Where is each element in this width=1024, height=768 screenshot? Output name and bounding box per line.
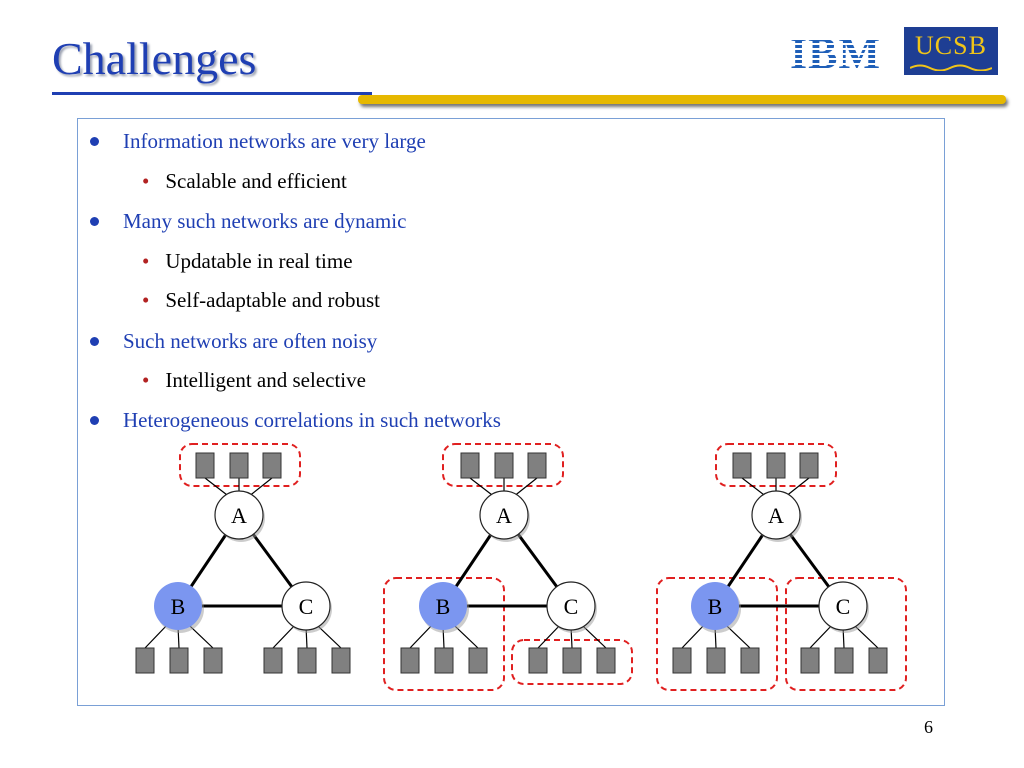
doc-link [409, 625, 432, 649]
document-icon [528, 647, 548, 674]
node-a-label: A [231, 503, 247, 528]
node-b-label: B [436, 594, 451, 619]
doc-link [469, 477, 493, 496]
document-icon [331, 647, 351, 674]
bullet-item: Many such networks are dynamic [90, 209, 406, 233]
group-outline [511, 639, 633, 685]
document-icon [527, 452, 547, 479]
content-frame [77, 118, 945, 706]
node-b-label: B [708, 594, 723, 619]
title-gold-bar [358, 95, 1006, 104]
bullet-dot-icon [90, 216, 99, 226]
sub-bullet-item: •Self-adaptable and robust [142, 288, 380, 312]
doc-link [726, 625, 751, 649]
doc-link [515, 477, 538, 496]
document-icon [834, 647, 854, 674]
document-icon [800, 647, 820, 674]
document-icon [706, 647, 726, 674]
document-icon [562, 647, 582, 674]
doc-link [854, 625, 879, 649]
title-underline [52, 92, 372, 95]
ucsb-logo: UCSB [904, 27, 998, 75]
sub-bullet-item: •Updatable in real time [142, 249, 353, 273]
group-outline [715, 443, 837, 487]
doc-link [741, 477, 765, 496]
document-icon [434, 647, 454, 674]
document-icon [169, 647, 189, 674]
document-icon [732, 452, 752, 479]
document-icon [766, 452, 786, 479]
ucsb-logo-text: UCSB [915, 31, 987, 60]
sub-bullet-icon: • [142, 169, 150, 193]
document-icon [460, 452, 480, 479]
node-a [214, 490, 264, 540]
document-icon [596, 647, 616, 674]
bullet-item: Such networks are often noisy [90, 329, 377, 353]
bullet-item: Heterogeneous correlations in such netwo… [90, 408, 501, 432]
node-c-label: C [564, 594, 579, 619]
doc-link [204, 477, 228, 496]
doc-link [537, 625, 560, 649]
group-outline [442, 443, 564, 487]
doc-link [189, 625, 214, 649]
node-b [691, 582, 739, 630]
document-icon [263, 647, 283, 674]
node-b [419, 582, 467, 630]
doc-link [681, 625, 704, 649]
document-icon [740, 647, 760, 674]
group-outline [785, 577, 907, 691]
document-icon [229, 452, 249, 479]
node-a-label: A [768, 503, 784, 528]
document-icon [135, 647, 155, 674]
slide-title: Challenges [52, 33, 257, 84]
group-outline [656, 577, 778, 691]
sub-bullet-icon: • [142, 368, 150, 392]
node-c [546, 581, 596, 631]
sub-bullet-icon: • [142, 249, 150, 273]
ibm-logo: IBM [790, 30, 881, 74]
bullet-dot-icon [90, 415, 99, 425]
doc-link [144, 625, 167, 649]
node-a [751, 490, 801, 540]
group-outline [179, 443, 301, 487]
document-icon [672, 647, 692, 674]
doc-link [317, 625, 342, 649]
document-icon [468, 647, 488, 674]
bullet-dot-icon [90, 336, 99, 346]
node-b [154, 582, 202, 630]
doc-link [787, 477, 810, 496]
document-icon [203, 647, 223, 674]
document-icon [262, 452, 282, 479]
doc-link [582, 625, 607, 649]
doc-link [250, 477, 273, 496]
node-c [818, 581, 868, 631]
document-icon [297, 647, 317, 674]
node-c [281, 581, 331, 631]
document-icon [868, 647, 888, 674]
doc-link [454, 625, 479, 649]
document-icon [494, 452, 514, 479]
bullet-dot-icon [90, 136, 99, 146]
doc-link [272, 625, 295, 649]
sub-bullet-icon: • [142, 288, 150, 312]
node-c-label: C [299, 594, 314, 619]
node-a [479, 490, 529, 540]
document-icon [799, 452, 819, 479]
page-number: 6 [924, 717, 933, 737]
ibm-logo-text: IBM [790, 30, 881, 74]
document-icon [400, 647, 420, 674]
bullet-item: Information networks are very large [90, 129, 426, 153]
node-b-label: B [171, 594, 186, 619]
node-c-label: C [836, 594, 851, 619]
ucsb-wave-icon [910, 64, 992, 71]
sub-bullet-item: •Scalable and efficient [142, 169, 347, 193]
document-icon [195, 452, 215, 479]
sub-bullet-item: •Intelligent and selective [142, 368, 366, 392]
doc-link [809, 625, 832, 649]
group-outline [383, 577, 505, 691]
node-a-label: A [496, 503, 512, 528]
